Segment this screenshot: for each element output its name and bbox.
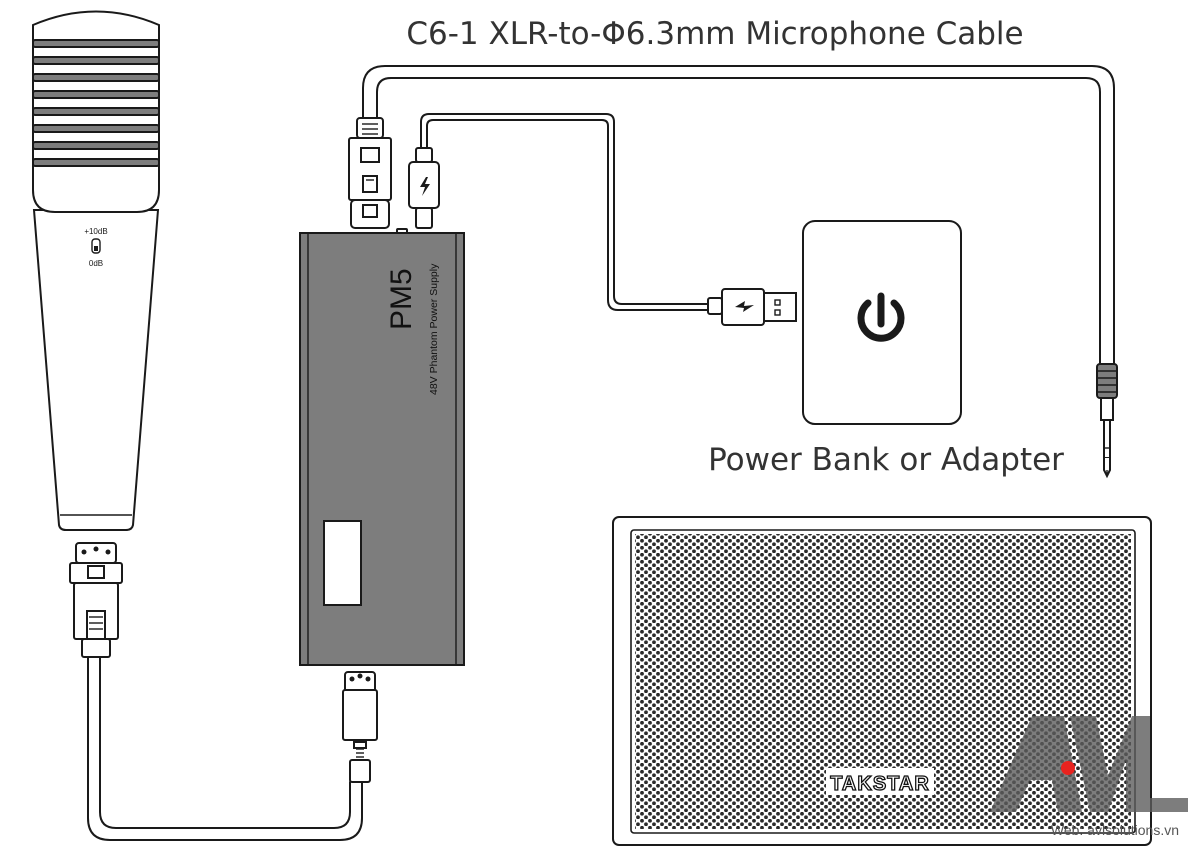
gain-high-label: +10dB bbox=[84, 227, 107, 236]
cable-title: C6-1 XLR-to-Φ6.3mm Microphone Cable bbox=[406, 16, 1023, 52]
usb-a-plug bbox=[707, 288, 797, 326]
xlr-male-connector-output bbox=[342, 671, 378, 783]
usb-c-power-cable bbox=[408, 113, 709, 311]
gain-switch: +10dB 0dB bbox=[84, 227, 107, 268]
power-source-label: Power Bank or Adapter bbox=[708, 442, 1064, 478]
xlr-to-jack-cable bbox=[362, 65, 1115, 365]
pm5-description-label: 48V Phantom Power Supply bbox=[428, 263, 440, 395]
mic-xlr-connector bbox=[69, 542, 123, 658]
microphone-grille bbox=[32, 39, 160, 167]
power-bank-adapter bbox=[802, 220, 962, 425]
jack-plug-6-3mm bbox=[1096, 363, 1118, 479]
power-icon bbox=[857, 292, 905, 342]
pm5-model-label: PM5 bbox=[385, 268, 418, 330]
xlr-female-connector-input bbox=[348, 117, 392, 229]
watermark-website: Web: avlsolutions.vn bbox=[1051, 822, 1179, 838]
avl-watermark-logo bbox=[990, 716, 1188, 812]
microphone: +10dB 0dB bbox=[32, 10, 160, 531]
gain-low-label: 0dB bbox=[89, 259, 103, 268]
speaker-brand-logo: TAKSTAR bbox=[830, 773, 930, 795]
pm5-phantom-power-unit: PM5 48V Phantom Power Supply bbox=[299, 228, 465, 666]
xlr-mic-cable bbox=[87, 656, 363, 841]
